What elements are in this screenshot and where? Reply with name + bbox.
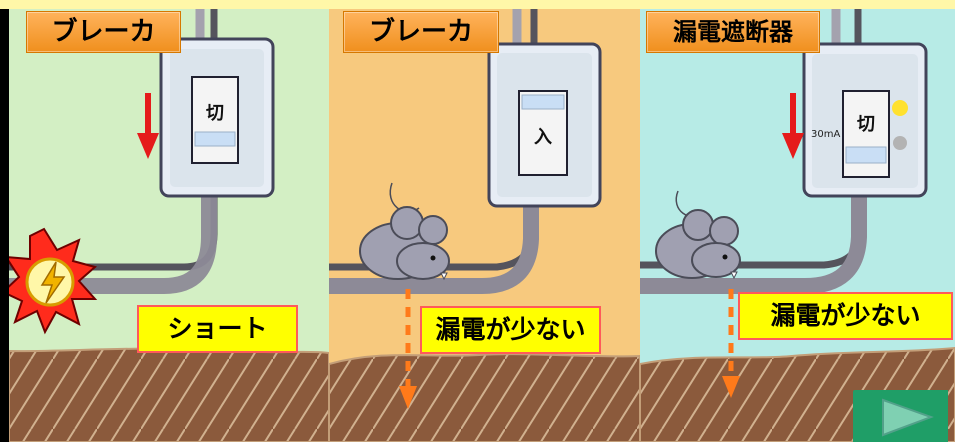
panel-2-illustration: 入 xyxy=(329,9,640,442)
panel-1-label: ショート xyxy=(137,305,298,353)
mouse-ear-right-icon xyxy=(709,216,739,246)
lightning-icon xyxy=(40,261,66,304)
switch-label: 切 xyxy=(857,114,875,135)
mouse-tooth-icon xyxy=(730,271,738,280)
rating-label: 30mA xyxy=(811,129,840,140)
orange-down-arrow-icon xyxy=(399,386,417,409)
mouse-ear-right-icon xyxy=(418,215,448,245)
wooden-floor xyxy=(329,353,640,442)
panel-1-illustration: 切 xyxy=(9,9,329,442)
switch-handle xyxy=(194,131,236,147)
mouse-ear-left-icon xyxy=(682,209,714,241)
indicator-yellow-icon xyxy=(892,100,908,116)
panel-3-title: 漏電遮断器 xyxy=(646,11,820,53)
play-triangle-icon xyxy=(882,398,934,437)
lower-wire-gray xyxy=(640,196,867,294)
panel-2-label: 漏電が少ない xyxy=(420,306,601,354)
mouse-head-icon xyxy=(691,242,741,278)
panel-3-label: 漏電が少ない xyxy=(738,292,953,340)
mouse-tooth-icon xyxy=(440,272,448,281)
panel-1-title: ブレーカ xyxy=(26,11,181,53)
mouse-eye-icon xyxy=(430,255,436,261)
next-button[interactable] xyxy=(853,390,948,442)
panel-2-title: ブレーカ xyxy=(343,11,499,53)
orange-down-arrow-icon xyxy=(722,376,740,398)
mouse-eye-icon xyxy=(722,254,728,260)
switch-handle xyxy=(521,94,565,110)
panel-3-illustration: 切 30mA xyxy=(640,9,955,442)
switch-label: 入 xyxy=(534,127,552,148)
panel-earth-leakage-breaker: 切 30mA 漏電遮断器 漏電が少ない xyxy=(640,9,955,442)
lower-wire-gray xyxy=(9,197,217,294)
mouse-head-icon xyxy=(396,242,450,280)
lower-wire-gray xyxy=(329,206,539,294)
panel-breaker-low-leak: 入 ブレーカ 漏電が少ない xyxy=(329,9,640,442)
indicator-gray-icon xyxy=(893,136,907,150)
switch-handle xyxy=(845,146,887,164)
top-strip xyxy=(0,0,955,9)
red-down-arrow-icon xyxy=(782,133,804,159)
mouse-ear-left-icon xyxy=(390,206,424,240)
wooden-floor xyxy=(9,347,329,442)
panel-breaker-short: 切 ブレーカ ショート xyxy=(9,9,329,442)
switch-label: 切 xyxy=(206,103,224,124)
breaker-switch xyxy=(191,76,239,164)
red-down-arrow-icon xyxy=(137,133,159,159)
